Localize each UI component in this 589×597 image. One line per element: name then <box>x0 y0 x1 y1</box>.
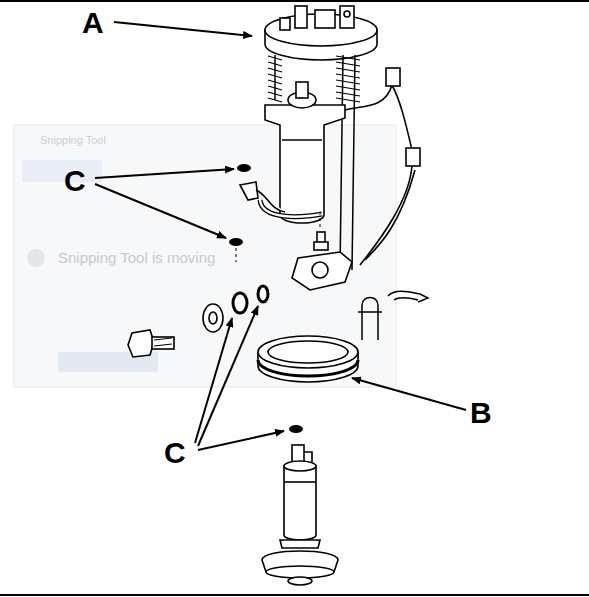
leader-line <box>95 22 466 450</box>
overlay-text: Snipping Tool <box>40 135 106 146</box>
part-letter: A <box>82 8 104 38</box>
part-letter: C <box>164 438 186 468</box>
part-letter: B <box>470 398 492 428</box>
overlay-text: Snipping Tool is moving <box>58 250 215 265</box>
part-letter: C <box>64 166 86 196</box>
overlay-panel <box>14 125 396 387</box>
